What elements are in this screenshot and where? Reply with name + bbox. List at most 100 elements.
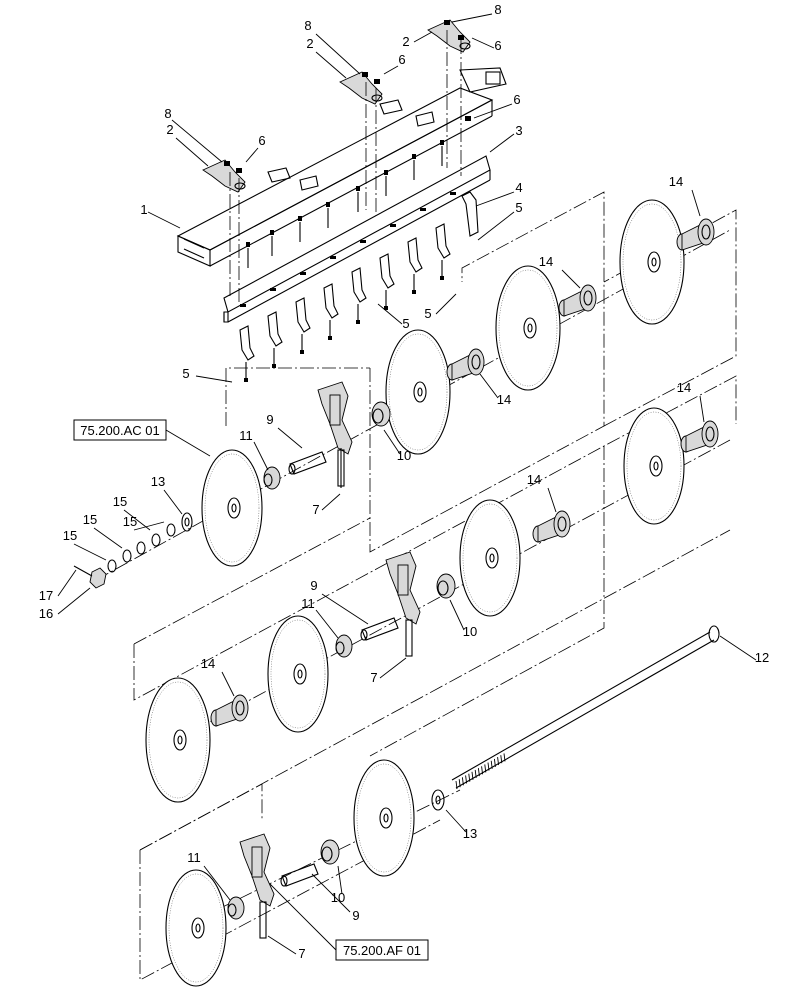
washer-13-upper: [181, 512, 193, 532]
callout-14: 6: [473, 92, 521, 119]
callout-28: 11: [301, 596, 339, 639]
callout-label: 17: [39, 588, 53, 603]
stud-2: [270, 230, 274, 256]
callout-35: 14: [479, 373, 511, 407]
callout-label: 5: [402, 316, 409, 331]
bearing-item-11-lower: [227, 896, 245, 920]
reference-top-leader: [165, 429, 211, 457]
callout-label: 9: [310, 578, 317, 593]
callout-15: 7: [312, 493, 341, 517]
callout-label: 4: [515, 180, 522, 195]
callout-label: 8: [304, 18, 311, 33]
bearing-item-11-upper: [263, 466, 281, 490]
stud-group: [246, 140, 444, 268]
callout-label: 15: [63, 528, 77, 543]
bearing-hanger-3: [239, 833, 275, 939]
callout-label: 6: [398, 52, 405, 67]
callout-label: 11: [187, 850, 201, 865]
disc-blade-2: [495, 265, 561, 391]
callout-label: 9: [352, 908, 359, 923]
callout-label: 11: [301, 596, 315, 611]
bearing-item-10-middle: [436, 573, 456, 599]
bearing-item-10-lower: [320, 839, 340, 865]
disc-blade-10: [165, 869, 227, 987]
callout-label: 15: [123, 514, 137, 529]
spool-14-6: [680, 420, 719, 453]
bearing-item-11-middle: [335, 634, 353, 658]
spool-14-3: [676, 218, 715, 251]
shank-5: [351, 267, 367, 324]
callout-label: 2: [402, 34, 409, 49]
callout-23: 9: [311, 873, 360, 923]
axle-item-12: [451, 625, 720, 790]
callout-label: 3: [515, 123, 522, 138]
callout-label: 1: [140, 202, 147, 217]
callout-42: 15: [123, 514, 165, 531]
spool-14-5: [532, 510, 571, 543]
reference-bottom-leader: [269, 883, 337, 951]
bearing-hanger-2: [385, 551, 421, 657]
callout-label: 7: [312, 502, 319, 517]
callout-label: 6: [494, 38, 501, 53]
callout-label: 2: [166, 122, 173, 137]
callout-19: 8: [304, 18, 361, 75]
callout-7: 5: [182, 366, 233, 383]
shank-group: [239, 223, 451, 382]
callout-1: 1: [140, 202, 181, 229]
spacer-tube-9-middle: [360, 617, 399, 641]
clamp-bracket-3: [427, 19, 471, 53]
callout-6: 4: [475, 180, 523, 207]
cotter-pin-17: [73, 565, 93, 577]
callout-43: 16: [39, 587, 91, 621]
spool-14-4: [210, 694, 249, 727]
callout-label: 10: [397, 448, 411, 463]
callout-label: 5: [182, 366, 189, 381]
callout-29: 11: [187, 850, 231, 901]
disc-blade-7: [145, 677, 211, 803]
disc-blade-9: [353, 759, 415, 877]
disc-blade-3: [619, 199, 685, 325]
reference-box-bottom[interactable]: 75.200.AF 01: [335, 939, 429, 961]
spool-14-2: [558, 284, 597, 317]
callout-label: 13: [463, 826, 477, 841]
callout-36: 14: [677, 380, 705, 423]
shank-2: [267, 311, 283, 368]
callout-label: 14: [677, 380, 691, 395]
callout-41: 15: [63, 528, 107, 561]
callout-38: 14: [201, 656, 235, 697]
callout-label: 7: [298, 946, 305, 961]
bracket-item-4: [461, 191, 479, 237]
washer-15-stack: [107, 523, 176, 573]
callout-label: 6: [513, 92, 520, 107]
reference-bottom-label: 75.200.AF 01: [343, 943, 421, 958]
tool-bar: [223, 155, 491, 323]
callout-31: 13: [151, 474, 183, 515]
callout-3: 2: [306, 36, 347, 79]
callout-label: 14: [669, 174, 683, 189]
shank-7: [407, 237, 423, 294]
stud-6: [384, 170, 388, 196]
disc-blade-1: [385, 329, 451, 455]
callout-30: 12: [719, 635, 769, 665]
callout-label: 13: [151, 474, 165, 489]
stud-5: [356, 186, 360, 212]
nut-items: [224, 20, 471, 173]
callout-11: 6: [245, 133, 266, 163]
callout-label: 6: [258, 133, 265, 148]
callout-27: 11: [239, 428, 269, 471]
reference-box-top[interactable]: 75.200.AC 01: [73, 419, 167, 441]
disc-blade-6: [623, 407, 685, 525]
callout-40: 15: [83, 512, 123, 549]
callout-label: 10: [463, 624, 477, 639]
callout-label: 16: [39, 606, 53, 621]
stud-1: [246, 242, 250, 268]
callout-9: 5: [424, 293, 457, 321]
callout-44: 17: [39, 569, 77, 603]
shank-1: [239, 325, 255, 382]
callout-32: 13: [445, 809, 477, 841]
bearing-item-10-upper: [371, 401, 391, 427]
washer-13-lower: [431, 789, 445, 811]
callout-17: 7: [267, 935, 306, 961]
